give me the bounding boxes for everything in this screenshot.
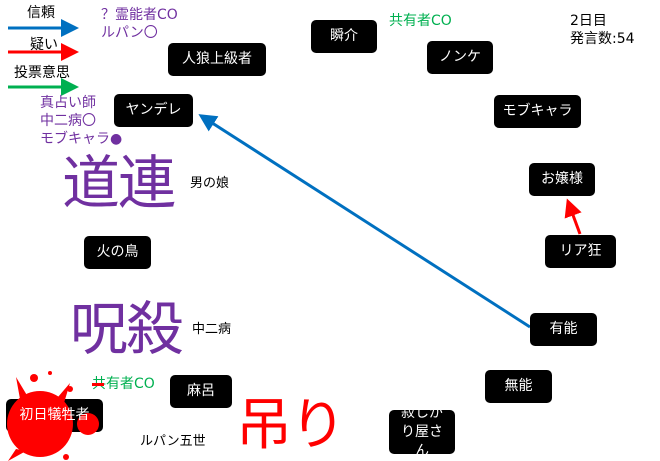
dead-player-chuunibyou: 中二病: [192, 322, 232, 337]
player-nonke[interactable]: ノンケ: [427, 41, 493, 74]
cause-tsuri: 吊り: [236, 393, 346, 458]
seer-result-2-note: モブキャラ●: [40, 131, 123, 147]
medium-result-note: ルパン〇: [101, 25, 158, 41]
player-shunsuke[interactable]: 瞬介: [311, 20, 377, 53]
player-maro[interactable]: 麻呂: [170, 375, 232, 408]
player-sabishigari[interactable]: 寂しがり屋さん: [389, 405, 455, 459]
doubt-arrow-riakyou-to-ojousama: [564, 198, 582, 235]
player-munou[interactable]: 無能: [485, 370, 552, 403]
player-yuunou[interactable]: 有能: [530, 313, 597, 346]
player-hinotori[interactable]: 火の鳥: [84, 236, 151, 269]
legend-doubt-label: 疑い: [30, 37, 58, 53]
shared-co-bottom-text: 共有者CO: [92, 376, 155, 392]
player-shonichi-label: 初日犠牲者: [19, 407, 90, 423]
seer-result-1-note: 中二病〇: [40, 113, 96, 129]
shared-co-note-top: 共有者CO: [389, 13, 452, 29]
player-yandere[interactable]: ヤンデレ: [114, 94, 193, 127]
dead-player-lupin: ルパン五世: [140, 434, 206, 449]
blood-splatter-icon: [7, 371, 99, 461]
player-riakyou[interactable]: リア狂: [545, 235, 616, 268]
cause-michizure: 道連: [62, 149, 176, 217]
dead-player-otokonoko: 男の娘: [190, 176, 230, 191]
seer-title-note: 真占い師: [40, 95, 96, 111]
post-count-label: 発言数:54: [570, 31, 635, 47]
player-jinrou-joukyuusha[interactable]: 人狼上級者: [168, 43, 266, 76]
player-mob-chara[interactable]: モブキャラ: [494, 95, 581, 128]
trust-arrow-yuunou-to-yandere: [198, 114, 531, 329]
legend-vote-label: 投票意思: [14, 65, 70, 81]
strike-mark: [92, 383, 104, 386]
shared-co-note-bottom: 共有者CO: [92, 375, 155, 393]
legend-trust-label: 信頼: [27, 5, 55, 21]
day-label: 2日目: [570, 13, 607, 29]
player-ojousama[interactable]: お嬢様: [529, 163, 595, 196]
player-shonichi-giseisha[interactable]: 初日犠牲者: [6, 371, 103, 461]
medium-co-note: ？霊能者CO: [101, 7, 178, 23]
cause-jusatsu: 呪殺: [70, 295, 184, 363]
